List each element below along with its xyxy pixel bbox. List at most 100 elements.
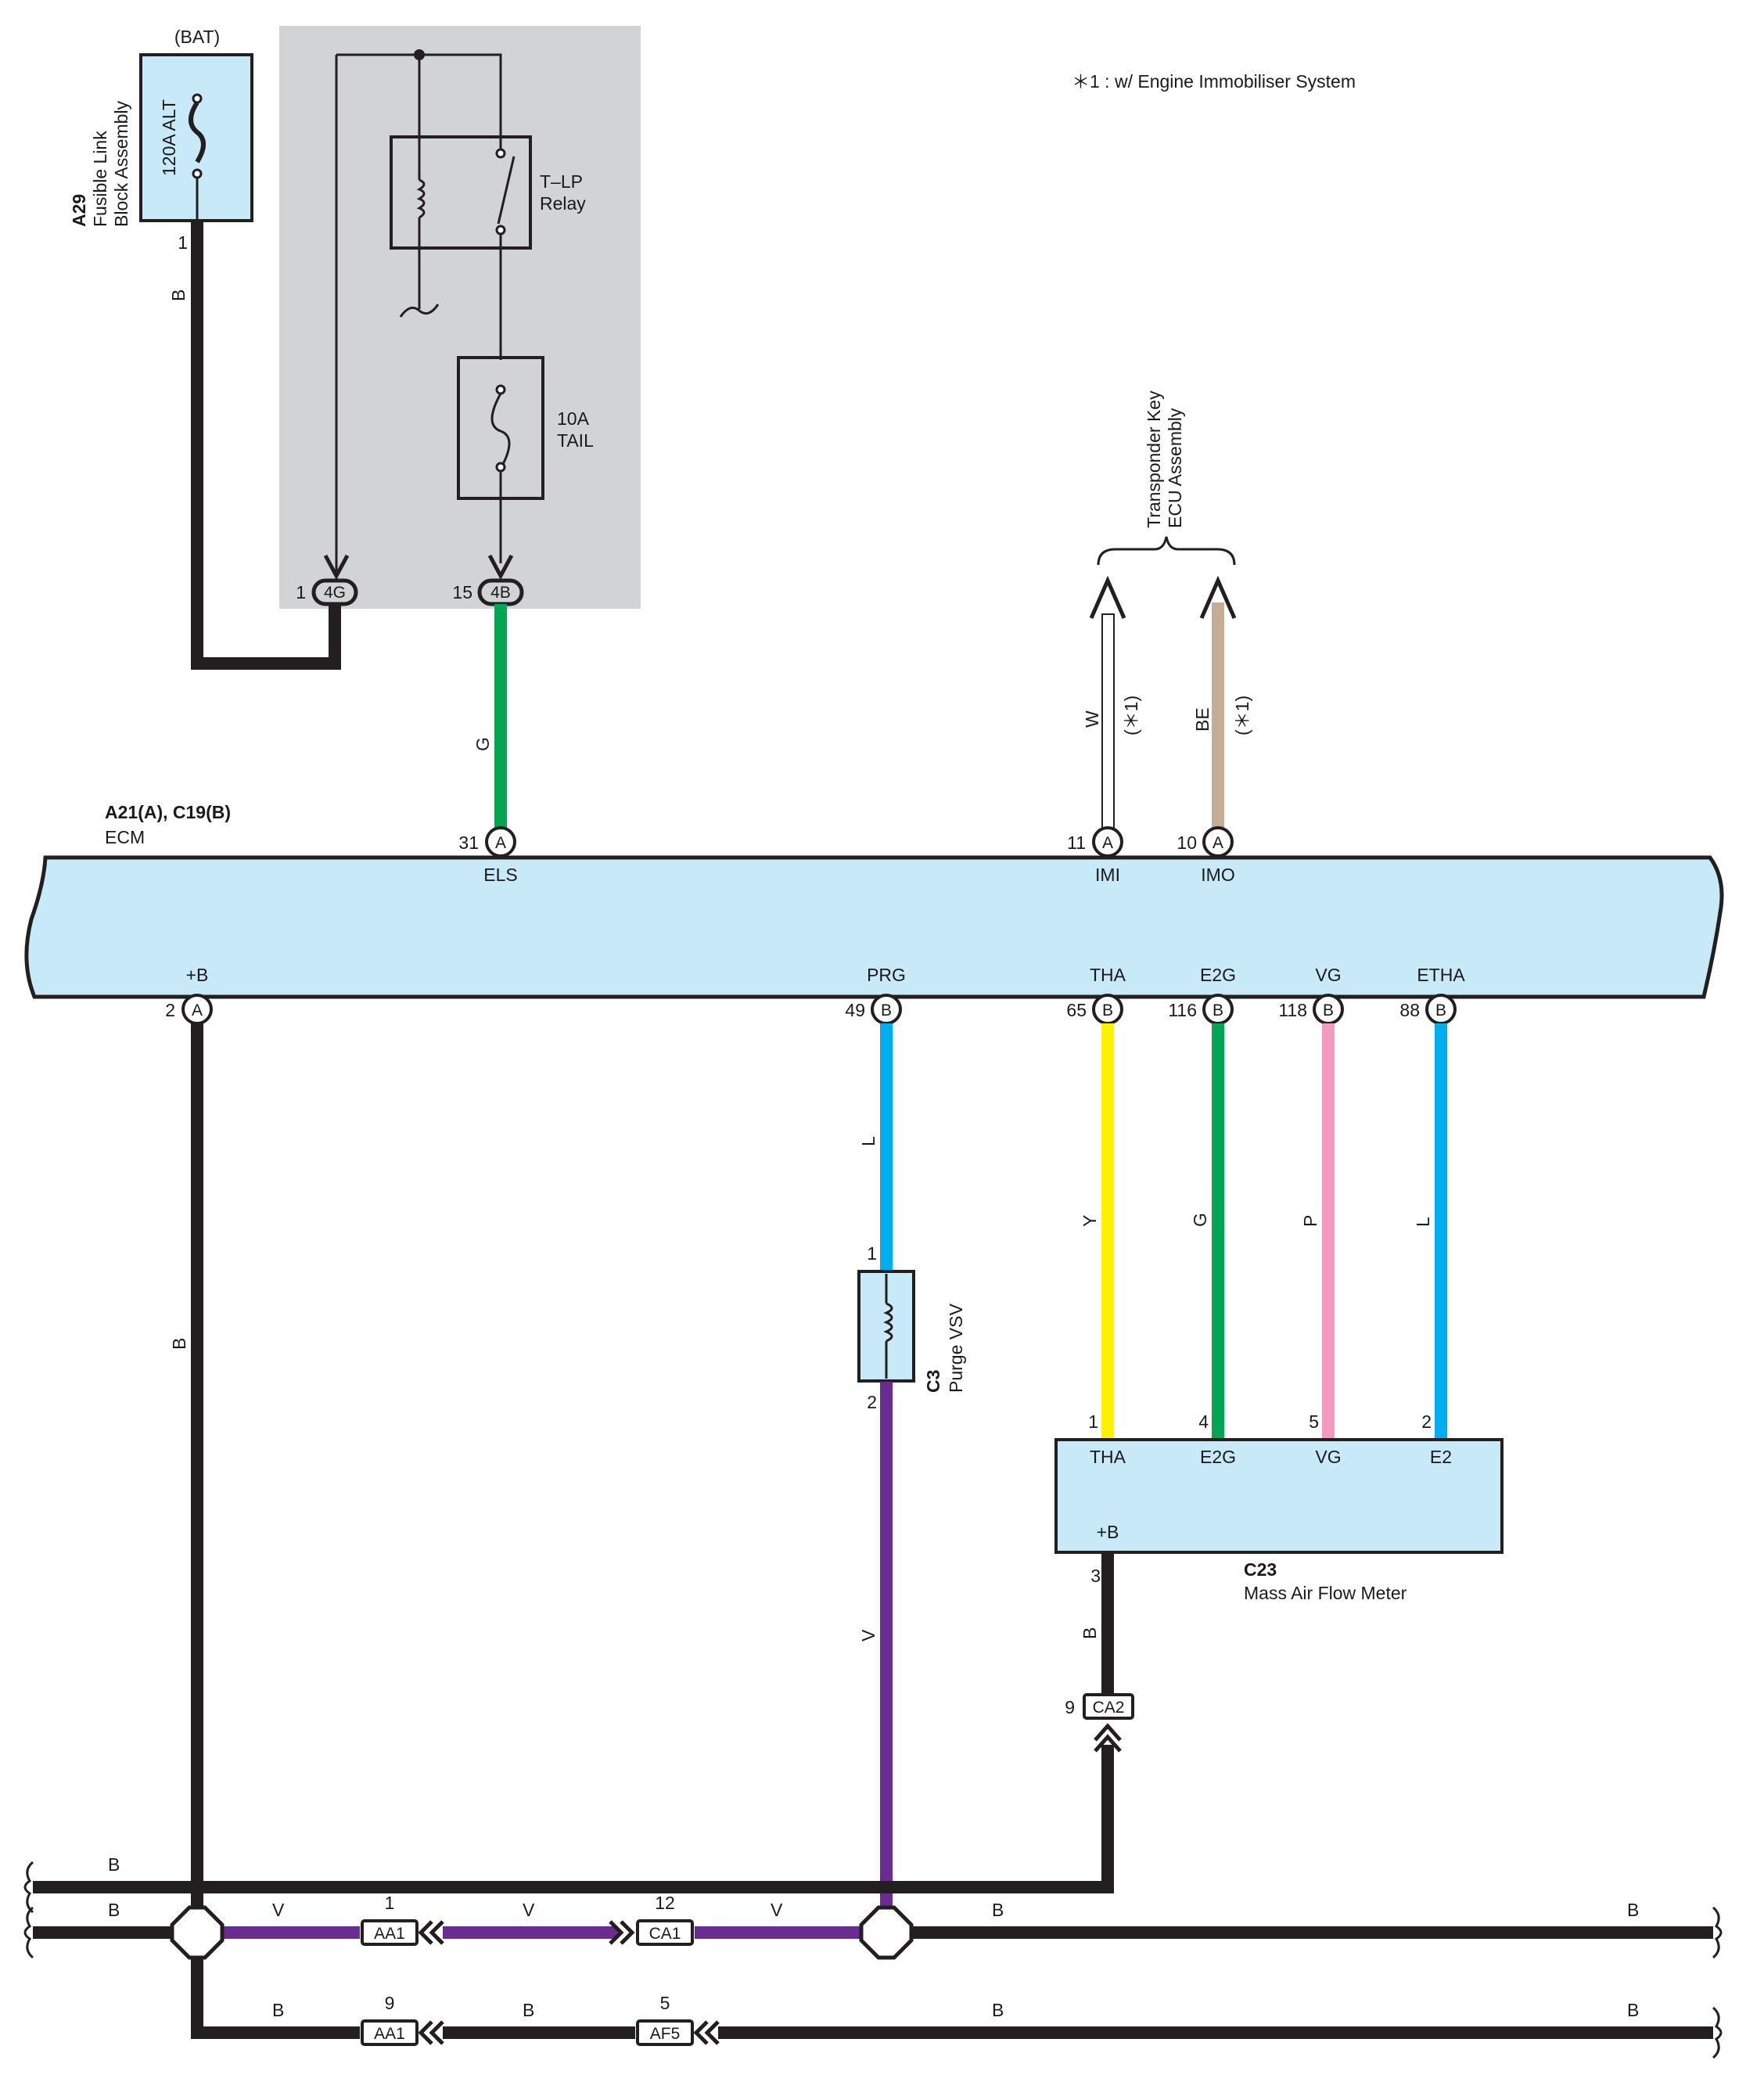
wire-vg-color: P [1300, 1215, 1320, 1227]
wire-imo-note: (＊1) [1232, 696, 1252, 735]
t-lp-relay [390, 135, 532, 250]
svg-text:B: B [1102, 1001, 1113, 1019]
ecm-id: A21(A), C19(B) [105, 802, 231, 822]
wire-violet-a-color: V [272, 1900, 285, 1920]
wire-prg-color: L [858, 1136, 878, 1146]
ground-icon [399, 304, 440, 318]
fusible-link-wire-color: B [168, 289, 189, 301]
wire-imi-color: W [1082, 710, 1102, 728]
junction-aa1-a [361, 1919, 419, 1946]
svg-text:VG: VG [1315, 965, 1341, 985]
double-chevron-up-icon [1094, 1723, 1122, 1753]
ground-rail-row3-left [191, 1958, 360, 2039]
break-mark-icon [23, 1861, 34, 1914]
svg-text:49: 49 [845, 1000, 865, 1020]
wire-bat-to-4g [191, 221, 341, 670]
maf-name: Mass Air Flow Meter [1244, 1583, 1407, 1603]
maf-pin-plus-b-label: +B [1097, 1522, 1119, 1542]
svg-text:A: A [1102, 834, 1113, 852]
splice-point-right [859, 1905, 914, 1960]
ecm-name: ECM [105, 827, 145, 847]
connector-ca2-label: CA2 [1093, 1699, 1125, 1717]
transponder-name-line1: Transponder Key [1144, 390, 1164, 528]
junction-af5 [636, 2019, 694, 2046]
relay-switch-icon [497, 156, 516, 225]
svg-text:ELS: ELS [483, 865, 517, 885]
junction-aa1-b-pin: 9 [385, 1993, 395, 2013]
svg-text:B: B [1212, 1001, 1223, 1019]
transponder-wires: W (＊1) BE (＊1) Transponder Key ECU Assem… [1082, 390, 1252, 831]
svg-text:ETHA: ETHA [1417, 965, 1465, 985]
connector-4g-label: 4G [324, 584, 346, 602]
fusible-link-fuse-rating: 120A ALT [159, 99, 179, 176]
wire-plus-b-color: B [169, 1338, 189, 1350]
wire-etha-color: L [1413, 1217, 1433, 1227]
break-mark-icon [1712, 1906, 1723, 1959]
wire-imo-beige [1212, 602, 1224, 830]
splice-point-left [170, 1905, 225, 1960]
maf-pin-vg-num: 5 [1309, 1411, 1319, 1432]
svg-text:B: B [1323, 1001, 1334, 1019]
ecm-pin-etha: ETHA B 88 [1399, 965, 1465, 1025]
transponder-name-line2: ECU Assembly [1165, 408, 1185, 528]
purge-vsv-id: C3 [923, 1370, 943, 1393]
maf-pin-e2-label: E2 [1430, 1447, 1452, 1467]
connector-ca2-pin: 9 [1065, 1697, 1075, 1717]
maf-pin-plus-b-num: 3 [1090, 1566, 1101, 1586]
purge-vsv: 1 2 C3 Purge VSV [857, 1243, 966, 1412]
arrow-down-icon [487, 554, 514, 581]
maf-pin-tha-label: THA [1090, 1447, 1126, 1467]
arrow-up-icon [1089, 575, 1126, 620]
fusible-link-pin: 1 [178, 232, 188, 253]
svg-text:B: B [1435, 1001, 1446, 1019]
svg-text:IMO: IMO [1201, 865, 1234, 885]
wire-imi-note: (＊1) [1121, 696, 1141, 735]
ground-rail-row3-color-4: B [1627, 2000, 1639, 2020]
fusible-link-block: (BAT) 120A ALT A29 Fusible Link Block As… [69, 27, 253, 301]
bat-tag: (BAT) [174, 27, 220, 47]
wire-imi-white [1101, 613, 1115, 831]
fuse-icon [490, 393, 511, 469]
svg-text:65: 65 [1066, 1000, 1087, 1020]
double-chevron-left-icon [693, 2020, 720, 2045]
svg-text:A: A [495, 834, 506, 852]
ecm: A21(A), C19(B) ECM A 31 ELS A 11 IMI A 1… [24, 802, 1724, 1025]
purge-vsv-pin2: 2 [867, 1392, 877, 1412]
purge-vsv-name: Purge VSV [946, 1304, 966, 1393]
fusible-link-id: A29 [69, 194, 89, 227]
maf-body [1054, 1438, 1504, 1554]
svg-text:IMI: IMI [1095, 865, 1120, 885]
mass-air-flow-meter: 1 4 5 2 THA E2G VG E2 +B C23 Mass Air Fl… [1054, 1411, 1504, 1603]
maf-pin-e2g-label: E2G [1200, 1447, 1236, 1467]
junction-aa1-b-label: AA1 [374, 2025, 405, 2043]
junction-aa1-b [361, 2019, 419, 2046]
ecm-pin-els: A 31 ELS [458, 826, 518, 885]
wire-maf-ground-color: B [1080, 1627, 1100, 1639]
svg-text:31: 31 [458, 832, 479, 853]
ground-rail-row3-color-3: B [992, 2000, 1004, 2020]
ecm-pin-e2g: E2G B 116 [1168, 965, 1236, 1025]
connector-4b-pin: 15 [452, 582, 472, 602]
connector-ca2 [1083, 1693, 1134, 1720]
junction-aa1-a-label: AA1 [374, 1925, 405, 1943]
relay-name-line1: T–LP [540, 171, 583, 192]
connector-4b-label: 4B [490, 584, 511, 602]
svg-text:88: 88 [1399, 1000, 1420, 1020]
relay-panel-background [279, 26, 641, 609]
relay-name-line2: Relay [540, 193, 586, 214]
relay-block-panel: T–LP Relay 10A TAIL 4G 1 4B 15 [279, 26, 641, 609]
wire-tha-color: Y [1080, 1215, 1100, 1227]
ecm-pin-imi: A 11 IMI [1067, 826, 1123, 885]
wire-violet-c-color: V [771, 1900, 783, 1920]
fusible-link-name-line2: Block Assembly [111, 100, 131, 227]
ground-rail-row1-color: B [108, 1854, 120, 1875]
junction-ca1 [636, 1919, 694, 1946]
ground-rail-row3-color-1: B [272, 2000, 284, 2020]
svg-text:E2G: E2G [1200, 965, 1236, 985]
wire-purge-color: V [858, 1629, 878, 1642]
svg-text:11: 11 [1067, 832, 1086, 853]
junction-ca1-label: CA1 [649, 1925, 681, 1943]
fusible-link-icon [189, 101, 206, 164]
svg-text:PRG: PRG [867, 965, 906, 985]
fusible-link-name-line1: Fusible Link [90, 131, 110, 227]
